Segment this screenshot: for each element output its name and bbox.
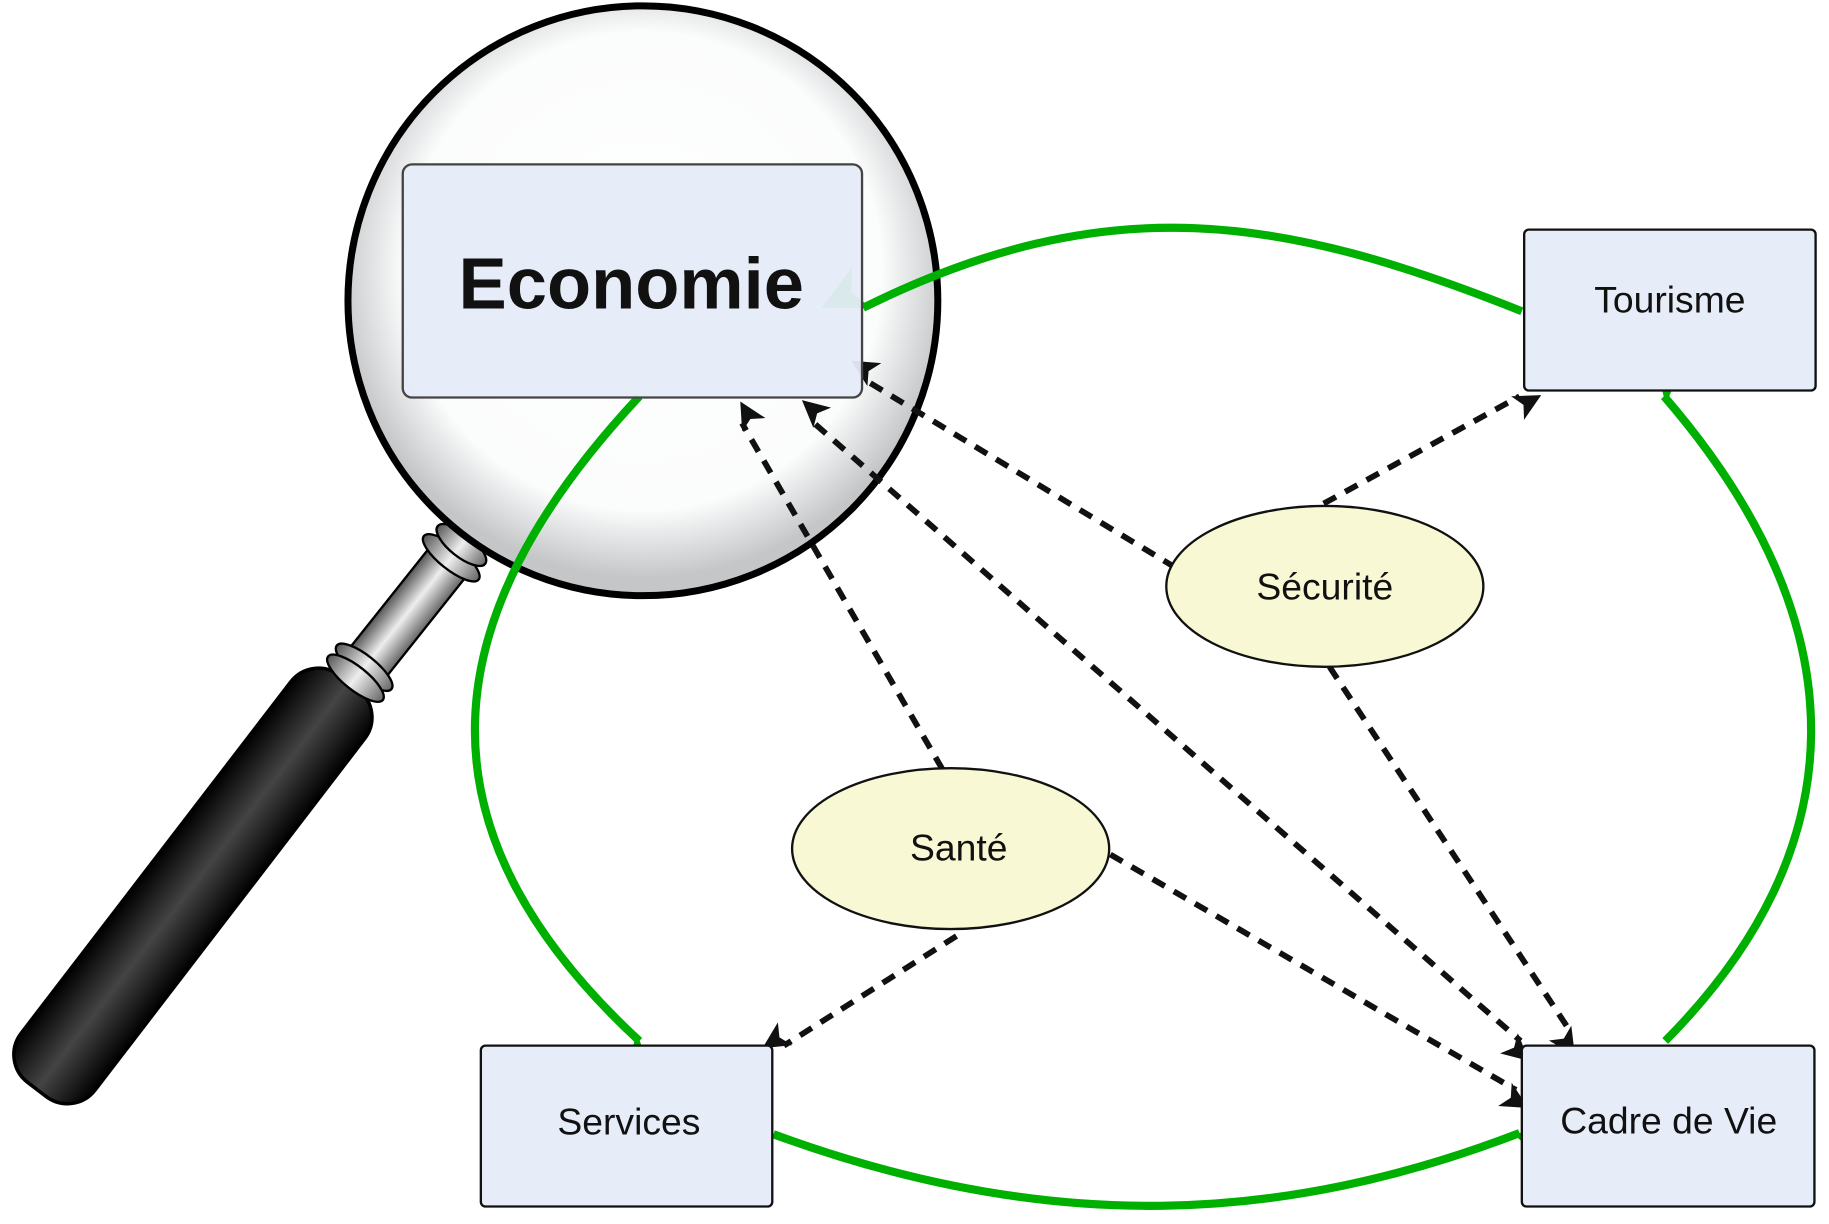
edge-services-cadre	[772, 1129, 1562, 1210]
node-tourisme-label: Tourisme	[1594, 279, 1745, 321]
node-securite[interactable]: Sécurité	[1165, 504, 1485, 668]
node-securite-label: Sécurité	[1256, 565, 1393, 607]
node-tourisme[interactable]: Tourisme	[1523, 228, 1817, 392]
node-cadre-de-vie[interactable]: Cadre de Vie	[1520, 1044, 1816, 1208]
edge-tourisme-economie	[821, 223, 1524, 316]
node-economie[interactable]: Economie	[401, 163, 864, 399]
edge-securite-tourisme	[1322, 393, 1542, 507]
node-services-label: Services	[557, 1100, 700, 1142]
strong-edges	[470, 223, 1816, 1210]
node-sante[interactable]: Santé	[790, 767, 1111, 931]
weak-edges	[739, 360, 1575, 1108]
edge-economie-cadre	[801, 400, 1530, 1061]
node-economie-label: Economie	[459, 244, 804, 324]
edge-cadre-tourisme	[1653, 355, 1816, 1044]
edge-economie-services	[470, 393, 655, 1080]
edge-sante-cadre	[1108, 851, 1529, 1108]
node-sante-label: Santé	[910, 826, 1007, 868]
node-cadre-de-vie-label: Cadre de Vie	[1560, 1099, 1777, 1141]
edge-sante-services	[762, 933, 959, 1049]
node-services[interactable]: Services	[479, 1044, 774, 1208]
